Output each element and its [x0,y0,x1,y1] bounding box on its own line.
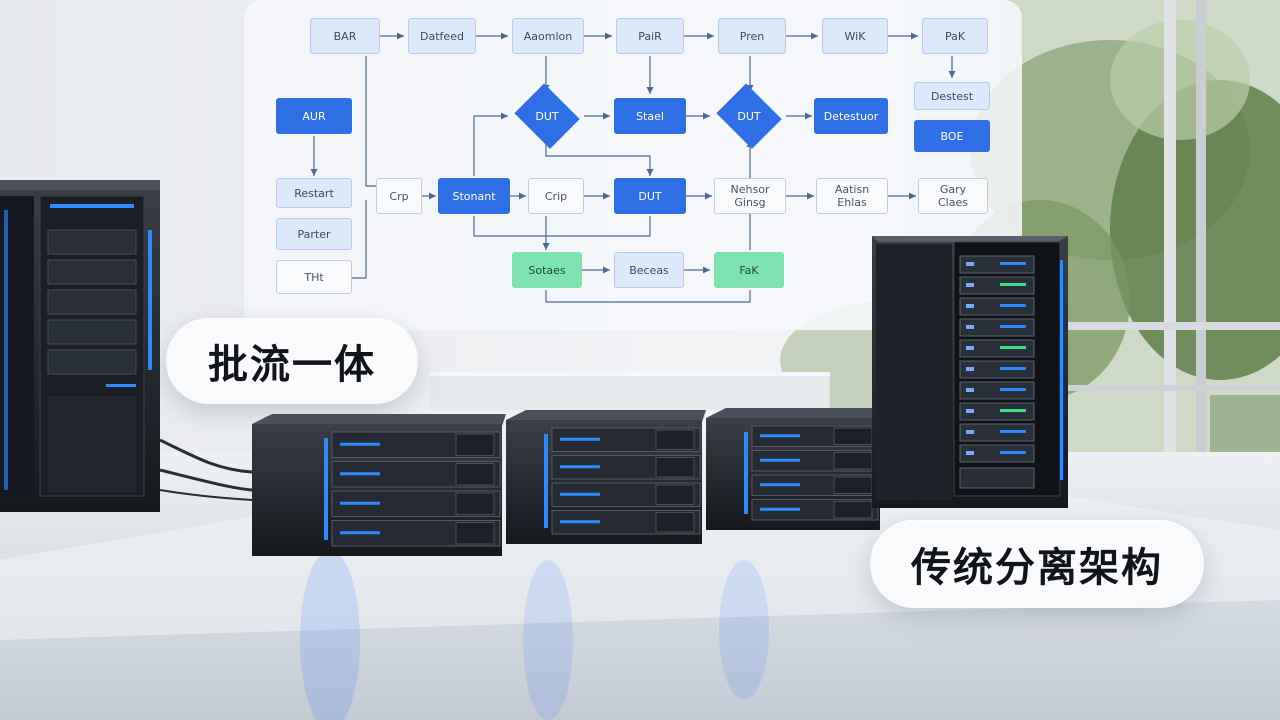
diagram-node-label: Aaomlon [523,29,573,43]
diagram-node-wk: WiK [822,18,888,54]
diagram-node-pak: PaK [922,18,988,54]
diagram-node-sotaes: Sotaes [512,252,582,288]
diagram-node-label: Datfeed [420,29,464,43]
rack-unit [959,297,1035,316]
rack-unit [959,318,1035,337]
diagram-node-label: Restart [294,186,334,200]
server-unit [706,408,884,530]
diagram-node-label: BAR [333,29,357,43]
diagram-node-detest: Destest [914,82,990,110]
diagram-node-label: DUT [638,189,662,203]
diagram-node-stael: Stael [614,98,686,134]
diagram-node-restart: Restart [276,178,352,208]
diagram-node-label: DUT [535,109,559,123]
diagram-node-label: Detestuor [823,109,879,123]
rack-unit [959,402,1035,421]
diagram-node-label: Parter [297,227,331,241]
diagram-node-label: Stael [636,109,664,123]
diagram-node-label: Crip [544,189,568,203]
diagram-node-prem: Pren [718,18,786,54]
diagram-node-bar: BAR [310,18,380,54]
diagram-node-label: Aatisn [834,183,870,196]
diagram-node-label: WiK [844,29,866,43]
diagram-node-crp1: Crp [376,178,422,214]
rack-unit [959,444,1035,463]
rack-unit [959,360,1035,379]
diagram-node-label: PaK [944,29,966,43]
diagram-node-datafeed: Datfeed [408,18,476,54]
diagram-node-label: Crp [389,189,409,203]
rack-unit [959,381,1035,400]
diagram-node-fak: FaK [714,252,784,288]
label-traditional-architecture: 传统分离架构 [870,520,1204,608]
diagram-node-pair1: PaiR [616,18,684,54]
diagram-node-dut2: DUT [712,83,786,149]
diagram-node-label: Nehsor [730,183,770,196]
diagram-node-parter: Parter [276,218,352,250]
label-unified-batch-stream: 批流一体 [166,318,418,404]
diagram-node-label: Ehlas [837,196,867,209]
diagram-node-aur: AUR [276,98,352,134]
diagram-node-label: Ginsg [734,196,766,209]
rack-unit [959,276,1035,295]
diagram-node-label: Claes [938,196,968,209]
diagram-node-label: Sotaes [528,263,566,277]
diagram-node-label: Destest [930,89,974,103]
diagram-node-label: BOE [940,129,964,143]
rack-unit [959,339,1035,358]
diagram-node-beceas: Beceas [614,252,684,288]
diagram-node-label: THt [304,270,324,284]
diagram-node-crp2: Crip [528,178,584,214]
tower-server-left [0,180,160,512]
diagram-node-stonant: Stonant [438,178,510,214]
diagram-node-label: Beceas [629,263,669,277]
diagram-node-label: Gary [939,183,967,196]
diagram-node-label: DUT [737,109,761,123]
diagram-node-detector: Detestuor [814,98,888,134]
server-unit [252,414,506,556]
diagram-node-label: Stonant [452,189,496,203]
diagram-node-boe: BOE [914,120,990,152]
diagram-node-tht: THt [276,260,352,294]
diagram-node-label: AUR [302,109,326,123]
diagram-node-dut1: DUT [510,83,584,149]
small-servers [252,408,884,556]
architecture-diagram [244,0,1022,330]
rack-unit [959,423,1035,442]
diagram-node-label: FaK [739,263,759,277]
diagram-node-dut3: DUT [614,178,686,214]
diagram-node-ascension: Aaomlon [512,18,584,54]
rack-server-right [872,236,1068,508]
diagram-node-label: PaiR [638,29,662,43]
rack-unit [959,255,1035,274]
back-counter [430,372,830,410]
server-unit [506,410,706,544]
diagram-node-label: Pren [739,29,765,43]
